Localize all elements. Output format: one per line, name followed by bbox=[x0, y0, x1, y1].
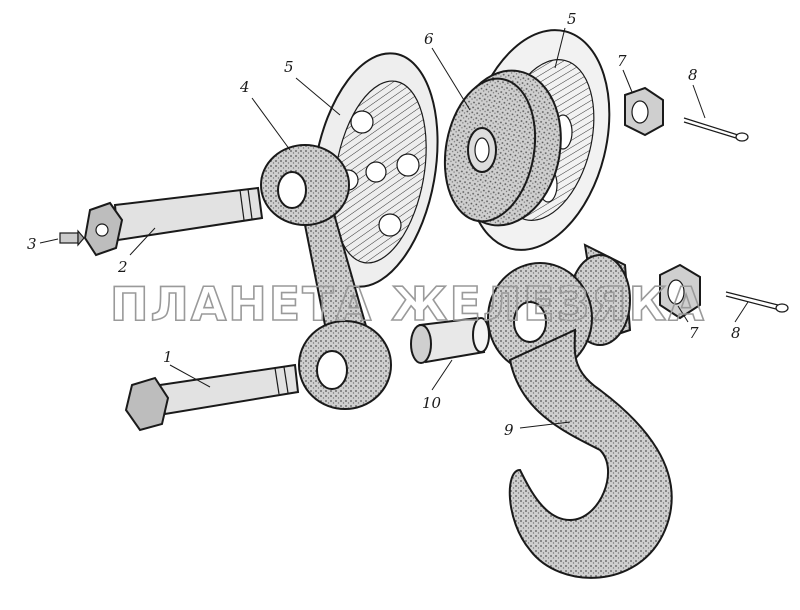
bolt-upper bbox=[83, 186, 264, 257]
callout-link-arm: 4 bbox=[239, 78, 250, 96]
callout-pulley-wheel: 6 bbox=[424, 30, 434, 48]
pulley-wheel bbox=[443, 69, 562, 227]
castle-nut-lower bbox=[659, 263, 701, 320]
hook bbox=[487, 243, 673, 579]
callout-nut-upper: 7 bbox=[617, 52, 627, 70]
bushing bbox=[410, 316, 490, 364]
callout-hook: 9 bbox=[504, 421, 514, 439]
callout-nut-lower: 7 bbox=[689, 324, 699, 342]
castle-nut-upper bbox=[624, 86, 664, 137]
callout-bolt-upper: 2 bbox=[117, 258, 128, 276]
callout-pulley-disc-left: 5 bbox=[284, 58, 294, 76]
callout-cotter-pin-upper: 8 bbox=[688, 66, 698, 84]
leader-lines bbox=[39, 27, 749, 429]
watermark-text: ПЛАНЕТА ЖЕЛЕЗЯКА bbox=[110, 277, 706, 331]
link-arm bbox=[260, 144, 392, 410]
callout-cotter-pin-lower: 8 bbox=[731, 324, 741, 342]
cotter-pin-upper bbox=[683, 117, 749, 142]
cotter-pin-lower bbox=[725, 291, 789, 313]
callout-pulley-disc-right: 5 bbox=[567, 10, 577, 28]
callout-bolt-lower: 1 bbox=[163, 348, 173, 366]
callout-grease-fitting: 3 bbox=[27, 235, 37, 253]
bolt-lower bbox=[124, 363, 300, 432]
callout-bushing: 10 bbox=[422, 394, 442, 412]
grease-fitting bbox=[59, 229, 85, 247]
